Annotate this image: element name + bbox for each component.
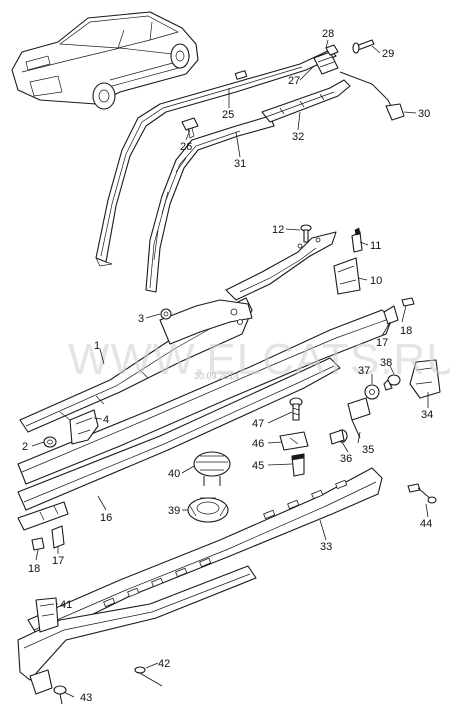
callout-4: 4: [103, 414, 109, 426]
retainer-39: [187, 497, 229, 523]
callout-18-lower: 18: [28, 563, 40, 575]
washer-37: [364, 384, 380, 400]
bumper-34: [409, 359, 441, 399]
end-cap-17-upper: [383, 305, 399, 325]
callout-25: 25: [222, 109, 234, 121]
callout-42: 42: [158, 658, 170, 670]
grommet-2: [43, 436, 57, 448]
a-pillar-trim: [145, 115, 275, 293]
callout-46: 46: [252, 438, 264, 450]
callout-18-upper: 18: [400, 325, 412, 337]
callout-41: 41: [60, 599, 72, 611]
trim-slot-row: [103, 479, 348, 608]
callout-39: 39: [168, 505, 180, 517]
callout-10: 10: [370, 275, 382, 287]
screw-29: [352, 39, 375, 54]
plug-43: [53, 685, 67, 705]
cap-40: [193, 451, 231, 486]
callout-35: 35: [362, 444, 374, 456]
callout-1: 1: [94, 340, 100, 352]
clip-42: [134, 666, 163, 687]
callout-38: 38: [380, 357, 392, 369]
callout-34: 34: [421, 409, 433, 421]
callout-31: 31: [234, 158, 246, 170]
callout-17-upper: 17: [376, 337, 388, 349]
callout-40: 40: [168, 468, 180, 480]
speed-nut-46: [279, 431, 309, 451]
callout-47: 47: [252, 418, 264, 430]
callout-33: 33: [320, 541, 332, 553]
bracket-35: [347, 397, 371, 439]
callout-labels: 1 2 3 4 10 11 12 16 17 17 18 18 25 26 27…: [22, 28, 433, 704]
plug-3: [160, 308, 172, 320]
callout-3: 3: [138, 313, 144, 325]
grommet-45: [291, 453, 305, 477]
nut-38: [383, 374, 401, 391]
callout-44: 44: [420, 518, 432, 530]
car-thumbnail: [11, 11, 199, 110]
end-cap-17-lower: [51, 525, 65, 549]
callout-16: 16: [100, 512, 112, 524]
callout-28: 28: [322, 28, 334, 40]
roof-trim-strip: [95, 49, 337, 267]
callout-36: 36: [340, 453, 352, 465]
bolt-44: [407, 483, 437, 504]
callout-29: 29: [382, 48, 394, 60]
rocker-trim-33: [27, 467, 383, 641]
callout-2: 2: [22, 441, 28, 453]
clip-18-lower: [31, 537, 45, 551]
callout-43: 43: [80, 692, 92, 704]
callout-12: 12: [272, 224, 284, 236]
callout-37: 37: [358, 365, 370, 377]
end-clip-30: [339, 71, 405, 121]
clip-bracket-4: [69, 409, 99, 445]
front-bracket: [225, 231, 337, 301]
clip-11: [351, 227, 363, 253]
holder-10: [333, 257, 361, 295]
screw-47: [289, 397, 303, 421]
lower-sill-panel: [17, 565, 257, 695]
sill-panel-inner: [19, 297, 253, 433]
roof-rail-trim: [261, 79, 351, 123]
callout-11: 11: [370, 240, 381, 252]
clip-26: [181, 117, 199, 139]
callout-17-lower: 17: [52, 555, 64, 567]
screw-12: [300, 224, 312, 243]
callout-26: 26: [180, 141, 192, 153]
callout-45: 45: [252, 460, 264, 472]
sill-panel-outer: [17, 309, 393, 531]
expansion-clip-36: [329, 429, 348, 445]
watermark-date: 30.09.2014: [194, 371, 239, 381]
callout-32: 32: [292, 131, 304, 143]
clip-18-upper: [401, 297, 415, 307]
roof-clip-bracket: [313, 44, 339, 75]
callout-30: 30: [418, 108, 430, 120]
watermark-text: WWW.ELCATS.RU: [68, 335, 450, 384]
callout-27: 27: [288, 75, 300, 87]
leader-lines: [31, 39, 429, 698]
